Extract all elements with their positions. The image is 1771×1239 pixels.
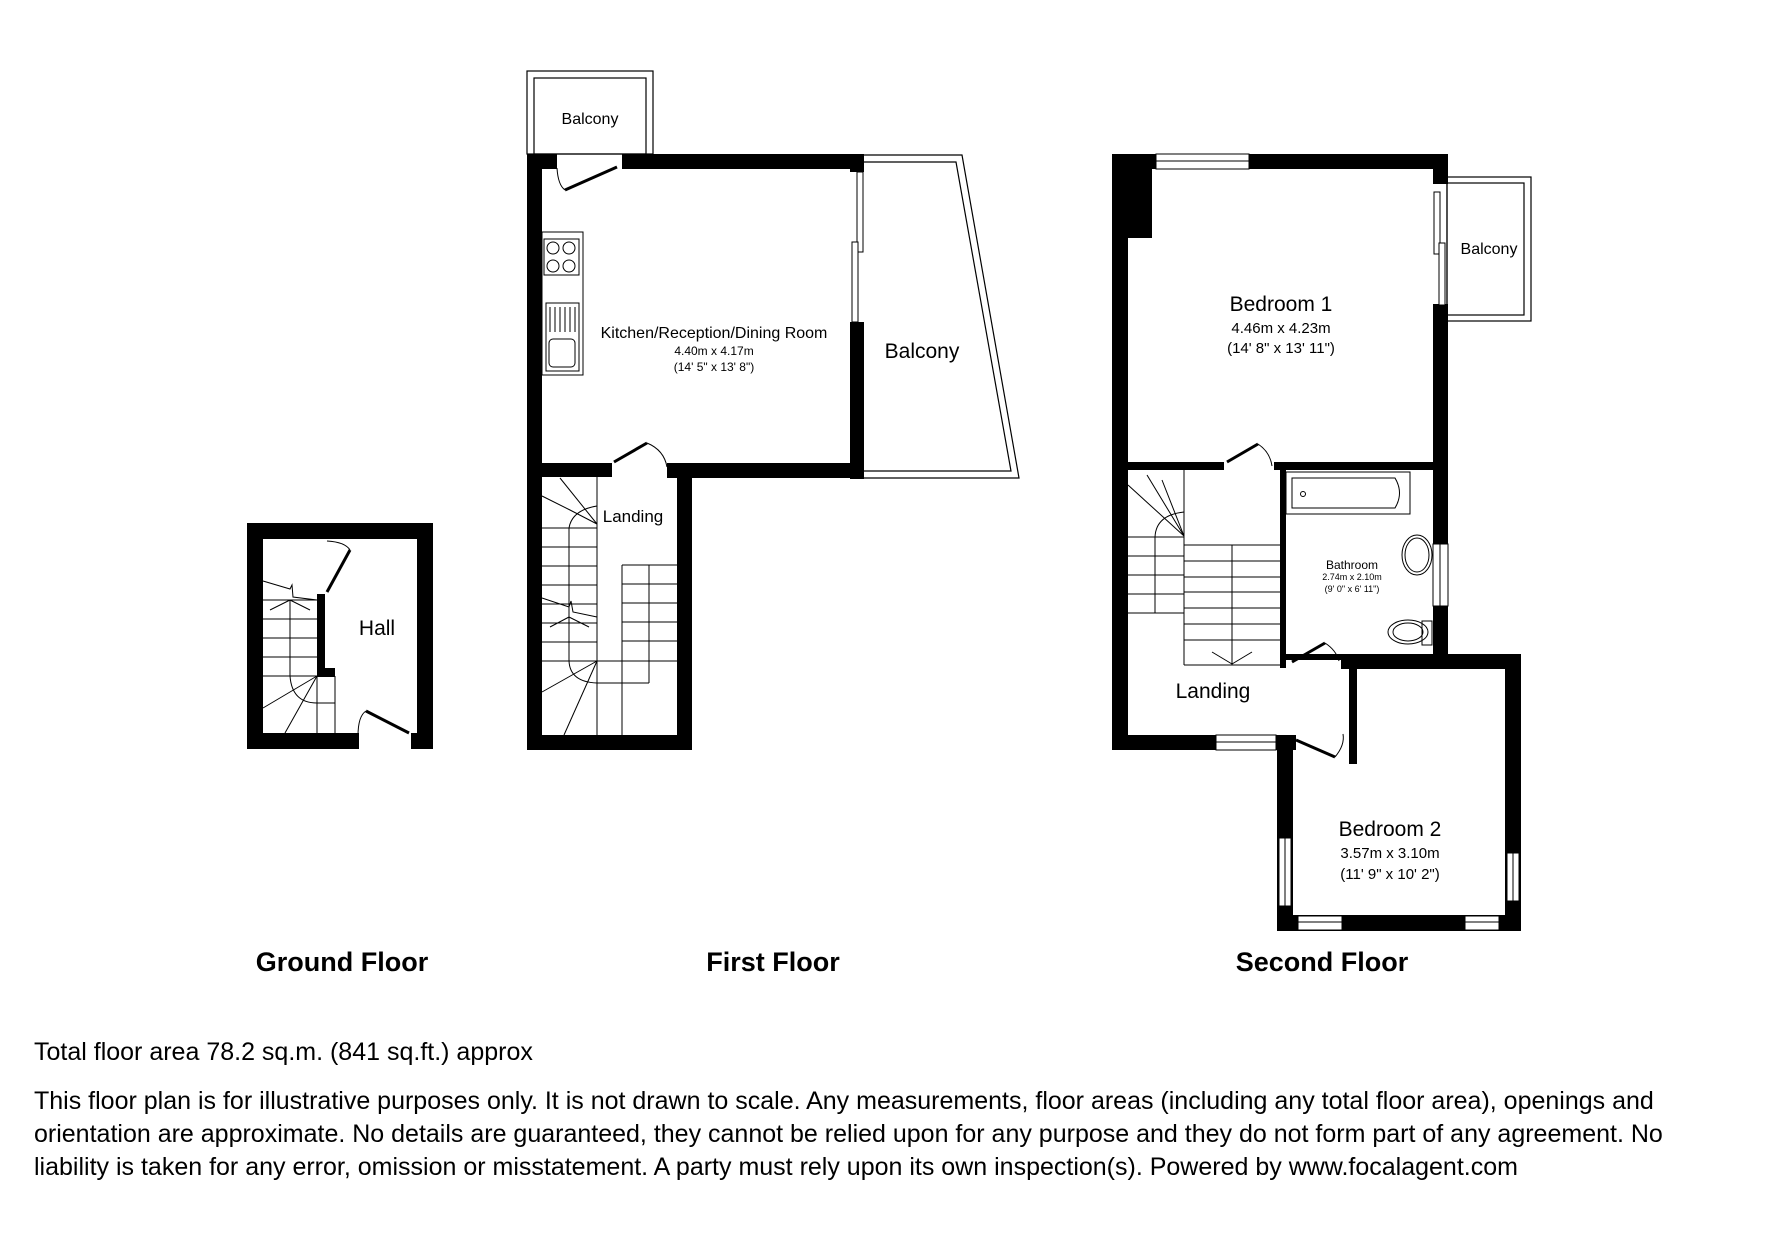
second-floor-plan: Balcony (1112, 153, 1532, 931)
room-dims-kitchen-metric: 4.40m x 4.17m (674, 344, 753, 358)
room-label-landing-first: Landing (603, 507, 664, 526)
room-label-hall: Hall (359, 617, 395, 640)
room-dims-bedroom-2-metric: 3.57m x 3.10m (1340, 845, 1439, 862)
balcony-label-top: Balcony (562, 111, 619, 128)
room-dims-bedroom-1-imperial: (14' 8" x 13' 11") (1227, 340, 1335, 357)
balcony-label-second: Balcony (1461, 241, 1518, 258)
first-floor-plan: Balcony Balcony (526, 70, 1020, 750)
ground-floor-plan: Hall (247, 523, 433, 749)
room-dims-bedroom-2-imperial: (11' 9" x 10' 2") (1340, 866, 1439, 883)
balcony-label-right: Balcony (885, 340, 960, 363)
room-label-bathroom: Bathroom (1326, 558, 1378, 572)
total-floor-area: Total floor area 78.2 sq.m. (841 sq.ft.)… (34, 1038, 533, 1066)
room-label-kitchen: Kitchen/Reception/Dining Room (601, 325, 828, 342)
disclaimer-text: This floor plan is for illustrative purp… (34, 1087, 1663, 1181)
room-label-landing-second: Landing (1176, 680, 1251, 703)
floor-title-second: Second Floor (1236, 947, 1409, 977)
room-label-bedroom-2: Bedroom 2 (1339, 818, 1442, 841)
room-dims-bedroom-1-metric: 4.46m x 4.23m (1231, 320, 1330, 337)
room-dims-kitchen-imperial: (14' 5" x 13' 8") (674, 360, 754, 374)
room-dims-bathroom-imperial: (9' 0" x 6' 11") (1325, 584, 1380, 594)
floor-title-ground: Ground Floor (256, 947, 429, 977)
room-dims-bathroom-metric: 2.74m x 2.10m (1322, 572, 1382, 582)
floor-title-first: First Floor (706, 947, 840, 977)
room-label-bedroom-1: Bedroom 1 (1230, 293, 1333, 316)
